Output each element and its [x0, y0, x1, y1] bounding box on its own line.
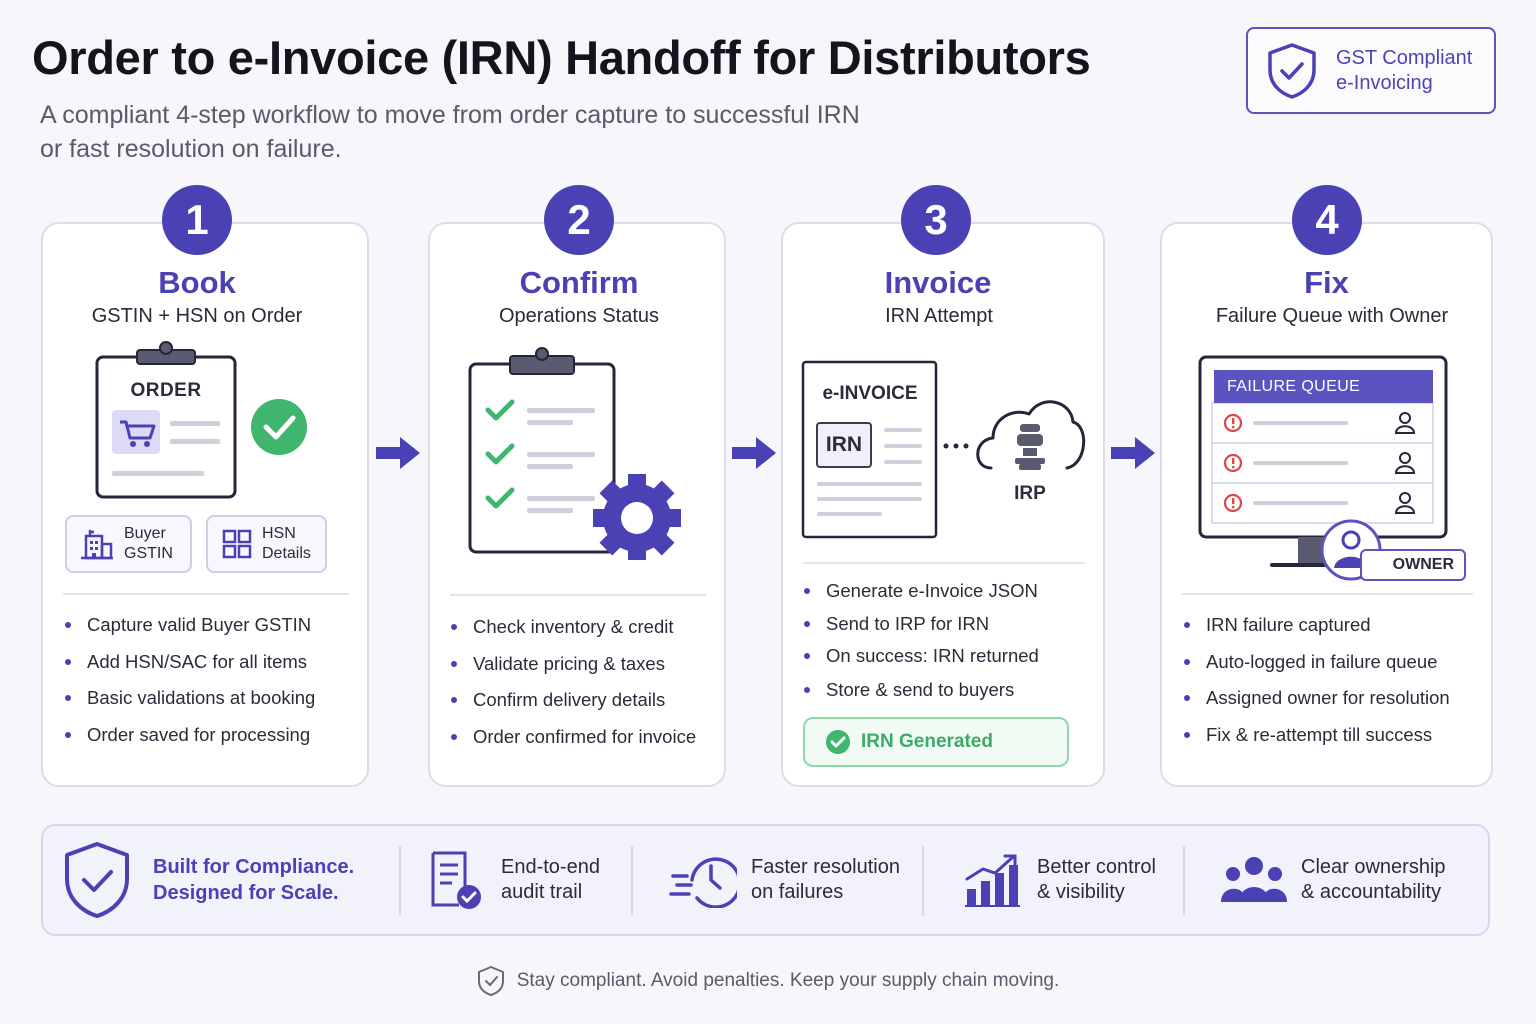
step-subtitle-fix: Failure Queue with Owner	[1215, 305, 1449, 327]
list-item: Basic validations at booking	[65, 687, 315, 724]
gst-compliant-badge: GST Compliant e-Invoicing	[1246, 27, 1496, 114]
arrow-right-icon	[1111, 437, 1155, 469]
page-subtitle: A compliant 4-step workflow to move from…	[40, 101, 860, 163]
step-bullets-confirm: Check inventory & credit Validate pricin…	[451, 616, 696, 762]
step-number-3: 3	[901, 185, 971, 255]
order-clipboard-icon	[95, 341, 307, 499]
emblem-icon	[1015, 424, 1045, 470]
list-item: IRN failure captured	[1184, 614, 1450, 651]
benefit-control: Better control & visibility	[963, 826, 1156, 934]
list-item: Assigned owner for resolution	[1184, 687, 1450, 724]
list-item: Check inventory & credit	[451, 616, 696, 653]
list-item: Auto-logged in failure queue	[1184, 651, 1450, 688]
step-bullets-fix: IRN failure captured Auto-logged in fail…	[1184, 614, 1450, 760]
grid-icon	[222, 529, 252, 559]
list-item: Fix & re-attempt till success	[1184, 724, 1450, 761]
list-item: Confirm delivery details	[451, 689, 696, 726]
arrow-right-icon	[376, 437, 420, 469]
step-number-1: 1	[162, 185, 232, 255]
separator	[922, 846, 924, 916]
user-icon	[1394, 412, 1416, 514]
list-item: On success: IRN returned	[804, 645, 1039, 679]
benefit-ownership: Clear ownership & accountability	[1219, 826, 1446, 934]
order-label: ORDER	[130, 380, 202, 401]
hsn-details-chip: HSN Details	[206, 515, 327, 573]
page-title: Order to e-Invoice (IRN) Handoff for Dis…	[32, 31, 1091, 84]
error-icon	[1223, 493, 1243, 513]
check-circle-icon	[826, 730, 850, 754]
step-title-book: Book	[158, 265, 236, 300]
e-invoice-label: e-INVOICE	[822, 383, 918, 404]
list-item: Order saved for processing	[65, 724, 315, 761]
step-subtitle-invoice: IRN Attempt	[885, 305, 993, 327]
step-bullets-book: Capture valid Buyer GSTIN Add HSN/SAC fo…	[65, 614, 315, 760]
step-title-fix: Fix	[1304, 265, 1349, 300]
irn-generated-status: IRN Generated	[803, 717, 1069, 767]
list-item: Validate pricing & taxes	[451, 653, 696, 690]
divider	[1182, 593, 1473, 595]
step-title-confirm: Confirm	[519, 265, 639, 300]
shield-check-icon	[1268, 42, 1316, 99]
step-bullets-invoice: Generate e-Invoice JSON Send to IRP for …	[804, 580, 1039, 711]
separator	[631, 846, 633, 916]
separator	[399, 846, 401, 916]
step-title-invoice: Invoice	[884, 265, 992, 300]
error-icon	[1223, 453, 1243, 473]
bar-chart-icon	[965, 854, 1020, 907]
list-item: Add HSN/SAC for all items	[65, 651, 315, 688]
failure-queue-label: FAILURE QUEUE	[1214, 370, 1433, 403]
arrow-right-icon	[732, 437, 776, 469]
step-number-2: 2	[544, 185, 614, 255]
fast-clock-icon	[669, 857, 737, 908]
error-icon	[1223, 413, 1243, 433]
benefit-audit: End-to-end audit trail	[429, 826, 600, 934]
benefit-resolution: Faster resolution on failures	[669, 826, 900, 934]
irp-label: IRP	[1014, 483, 1046, 504]
divider	[63, 593, 349, 595]
audit-doc-icon	[431, 851, 481, 909]
owner-label: OWNER	[1360, 549, 1466, 581]
step-subtitle-book: GSTIN + HSN on Order	[91, 305, 303, 327]
team-icon	[1221, 857, 1287, 902]
benefit-compliance: Built for Compliance. Designed for Scale…	[63, 826, 354, 934]
benefits-bar: Built for Compliance. Designed for Scale…	[41, 824, 1490, 936]
divider	[803, 562, 1085, 564]
list-item: Generate e-Invoice JSON	[804, 580, 1039, 613]
footer: Stay compliant. Avoid penalties. Keep yo…	[0, 965, 1536, 997]
list-item: Order confirmed for invoice	[451, 726, 696, 763]
step-card-book	[41, 222, 369, 787]
step-number-4: 4	[1292, 185, 1362, 255]
list-item: Capture valid Buyer GSTIN	[65, 614, 315, 651]
divider	[450, 594, 706, 596]
irn-label: IRN	[816, 422, 872, 468]
shield-check-icon	[65, 842, 129, 918]
shield-check-icon	[477, 966, 504, 996]
separator	[1183, 846, 1185, 916]
list-item: Send to IRP for IRN	[804, 613, 1039, 646]
checklist-gear-icon	[468, 347, 681, 560]
building-icon	[81, 530, 113, 560]
buyer-gstin-chip: Buyer GSTIN	[65, 515, 192, 573]
step-subtitle-confirm: Operations Status	[498, 305, 660, 327]
footer-text: Stay compliant. Avoid penalties. Keep yo…	[516, 970, 1060, 991]
list-item: Store & send to buyers	[804, 679, 1039, 712]
